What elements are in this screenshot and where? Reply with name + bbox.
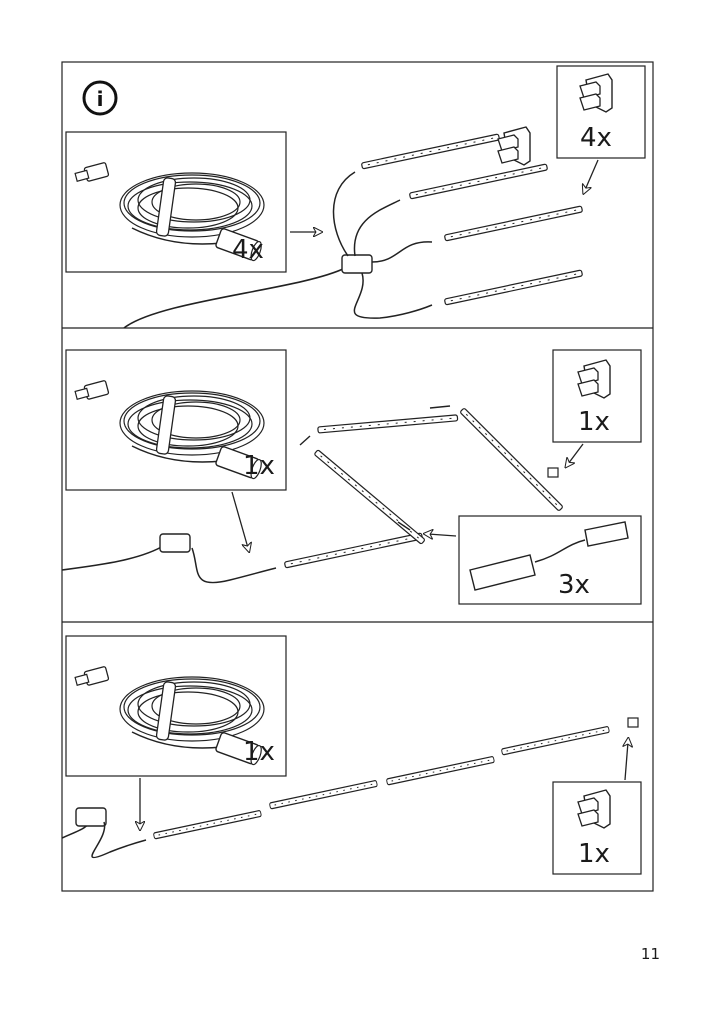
connector-quantity: 3x (558, 570, 590, 600)
connector-cable-icon (469, 521, 629, 591)
cable-quantity: 4x (232, 235, 264, 265)
pointer-arrow (568, 443, 584, 464)
svg-text:i: i (97, 87, 104, 111)
clip-quantity: 4x (580, 123, 612, 153)
strip-end-clip-icon (497, 126, 531, 166)
cable-quantity: 1x (243, 451, 275, 481)
cable-quantity: 1x (243, 737, 275, 767)
panel-2: 1x 1x 3x (61, 349, 642, 605)
pointer-arrow (428, 534, 457, 536)
pointer-arrow (585, 159, 599, 190)
pointer-arrow (625, 742, 628, 781)
splitter-hub (341, 254, 373, 274)
info-icon: i (82, 80, 118, 116)
usb-plug (75, 807, 107, 827)
pointer-arrow (231, 491, 248, 548)
usb-plug (159, 533, 191, 553)
panel-3: 1x 1x (61, 635, 642, 875)
clip-quantity: 1x (578, 407, 610, 437)
strip-end-clip (627, 717, 639, 728)
clip-quantity: 1x (578, 839, 610, 869)
panel-1: i 4x 4x (65, 65, 646, 329)
strip-end-clip (547, 467, 559, 478)
page-number: 11 (640, 945, 660, 963)
outer-frame (61, 61, 654, 892)
